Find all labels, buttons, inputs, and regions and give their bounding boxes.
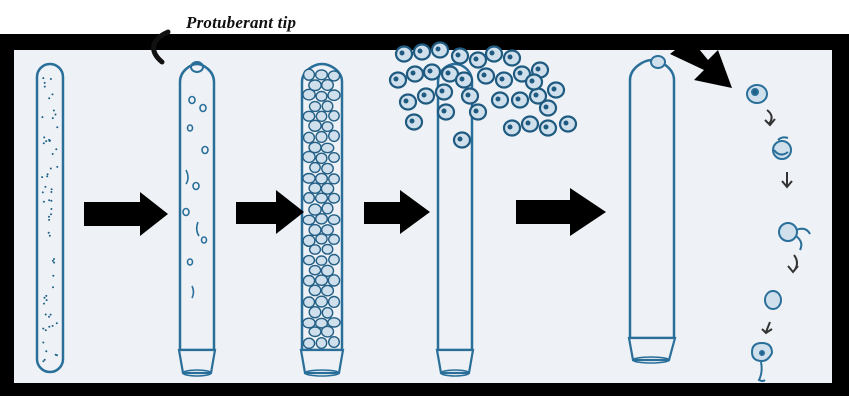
stage-empty-sporangium — [629, 56, 675, 363]
stage-sporangium-forming — [179, 62, 215, 376]
stage-hypha — [37, 64, 63, 372]
zoospore-1 — [747, 85, 767, 103]
stage-sporangium-filled — [301, 64, 343, 376]
protuberant-tip-label: Protuberant tip — [186, 13, 296, 33]
zoospore-4 — [765, 291, 781, 309]
